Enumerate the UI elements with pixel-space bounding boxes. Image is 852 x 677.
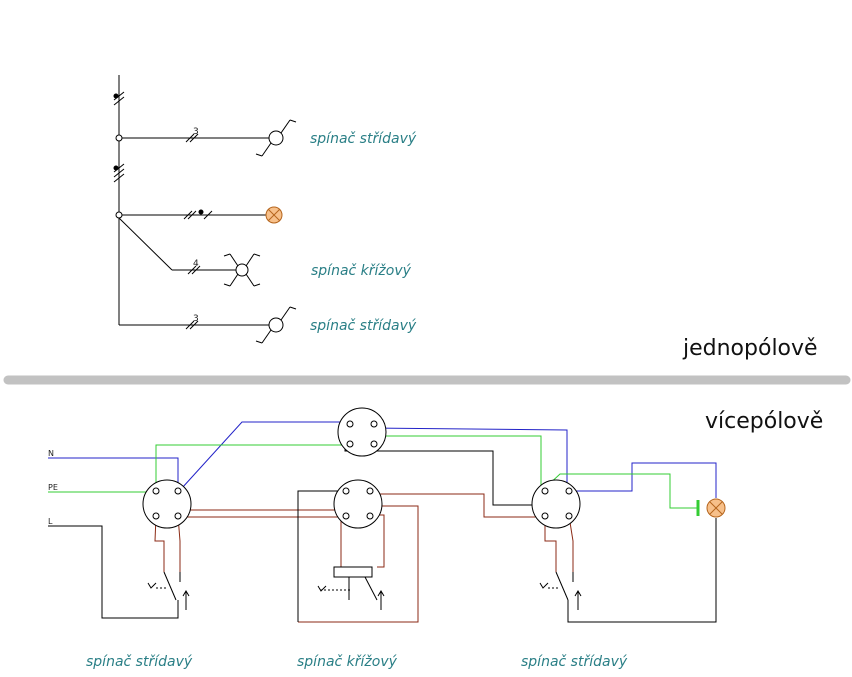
multi-line-diagram xyxy=(48,407,726,623)
switch-mechanism-left xyxy=(147,571,190,610)
label-switch-right: spínač střídavý xyxy=(521,654,628,670)
section-title-multi: vícepólově xyxy=(705,409,823,434)
switch-symbol xyxy=(268,130,284,146)
switch-box-left xyxy=(142,479,192,529)
cross-switch-symbol xyxy=(235,263,249,277)
line-wires xyxy=(48,446,717,623)
wire-count-1: 3 xyxy=(193,127,199,137)
label-switch-2: spínač křížový xyxy=(311,263,412,279)
wire-count-3: 4 xyxy=(193,259,199,269)
label-switch-3: spínač střídavý xyxy=(310,318,417,334)
section-title-single: jednopólově xyxy=(682,336,818,361)
phase-wires xyxy=(154,493,574,623)
junction-box-top xyxy=(337,407,387,457)
wire-label-pe: PE xyxy=(48,483,58,492)
single-line-diagram xyxy=(113,75,297,344)
switch-symbol xyxy=(268,317,284,333)
wire-label-l: L xyxy=(48,517,53,526)
wire-label-n: N xyxy=(48,449,54,458)
switch-mechanism-right xyxy=(539,571,582,610)
label-switch-middle: spínač křížový xyxy=(297,654,398,670)
switch-box-right xyxy=(531,479,581,529)
neutral-wires xyxy=(48,421,717,498)
junction-node xyxy=(115,134,123,142)
label-switch-left: spínač střídavý xyxy=(86,654,193,670)
wire-count-4: 3 xyxy=(193,314,199,324)
switch-box-middle xyxy=(333,479,383,529)
label-switch-1: spínač střídavý xyxy=(310,131,417,147)
switch-mechanism-middle xyxy=(317,566,385,610)
junction-node xyxy=(115,211,123,219)
